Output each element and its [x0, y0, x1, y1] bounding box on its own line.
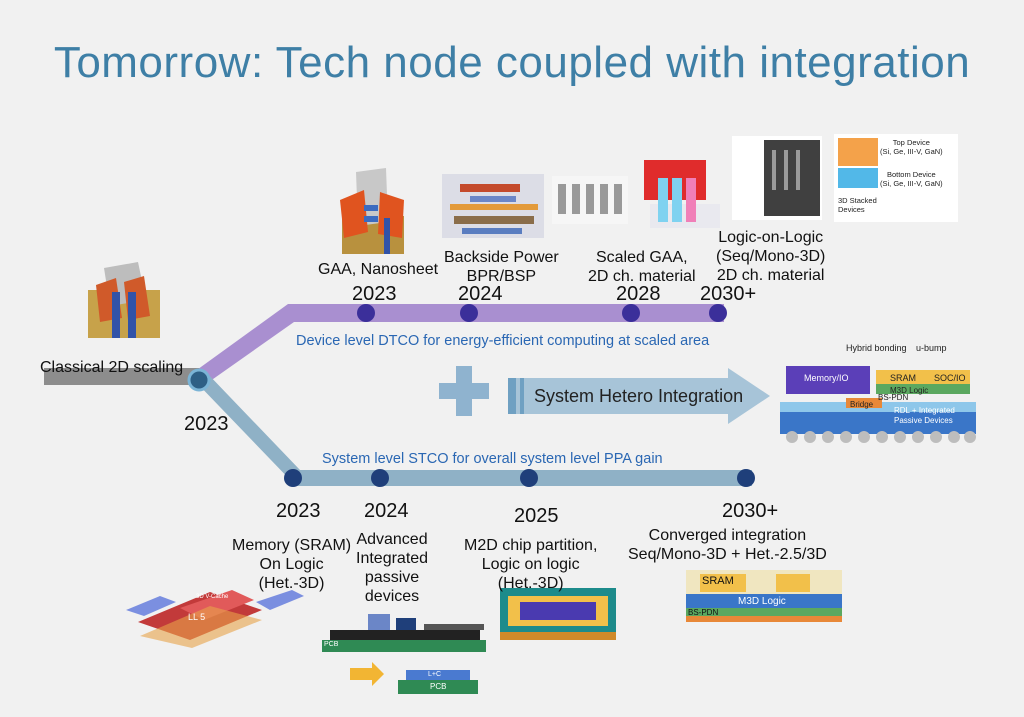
pkg-hybrid: Hybrid bonding: [846, 343, 907, 353]
ipd-lc-label: L+C: [428, 671, 442, 678]
upper-year-3: 2028: [616, 283, 661, 305]
pkg-sram: SRAM: [890, 373, 917, 383]
lower-node-2030: [737, 469, 755, 487]
upper-year-2: 2024: [458, 283, 503, 305]
upper-node-2030: [709, 304, 727, 322]
upper-label-4: Logic-on-Logic (Seq/Mono-3D) 2D ch. mate…: [716, 229, 826, 284]
lower-label-1: Memory (SRAM) On Logic (Het.-3D): [232, 537, 352, 592]
start-label: Classical 2D scaling: [40, 359, 184, 376]
pkg-bridge: Bridge: [850, 400, 874, 409]
start-year: 2023: [184, 413, 229, 435]
start-node: [187, 368, 211, 392]
conv-bspdn: BS-PDN: [688, 608, 719, 617]
upper-track: [194, 304, 724, 384]
pkg-m3d: M3D Logic: [890, 386, 929, 395]
lower-year-4: 2030+: [722, 500, 779, 522]
upper-label-2: Backside Power BPR/BSP: [444, 249, 559, 285]
lower-label-2: Advanced Integrated passive devices: [356, 531, 429, 605]
classical-bar: [44, 368, 202, 385]
gaa-transistor-image: [340, 168, 404, 254]
pkg-bspdn: BS-PDN: [878, 393, 909, 402]
stack-bottom: Bottom Device (Si, Ge, III-V, GaN): [880, 170, 943, 188]
pkg-memory: Memory/IO: [804, 373, 849, 383]
lower-node-2025: [520, 469, 538, 487]
lower-year-2: 2024: [364, 500, 409, 522]
stack-3d: 3D Stacked Devices: [838, 196, 877, 214]
lower-year-3: 2025: [514, 505, 559, 527]
stack-top: Top Device (Si, Ge, III-V, GaN): [880, 138, 943, 156]
classical-transistor-image: [88, 262, 160, 338]
upper-year-1: 2023: [352, 283, 397, 305]
upper-node-2024: [460, 304, 478, 322]
lower-caption: System level STCO for overall system lev…: [322, 451, 663, 467]
hetero-arrow: [508, 368, 770, 424]
sram-on-logic-image: [126, 590, 304, 648]
conv-sram: SRAM: [702, 575, 734, 587]
lower-label-3: M2D chip partition, Logic on logic (Het.…: [464, 537, 598, 592]
m2d-chip-image: [500, 588, 616, 640]
pkg-soc: SOC/IO: [934, 373, 966, 383]
upper-node-2028: [622, 304, 640, 322]
pkg-rdl: RDL + Integrated Passive Devices: [894, 406, 955, 425]
lower-node-2024: [371, 469, 389, 487]
lower-node-2023: [284, 469, 302, 487]
upper-label-3: Scaled GAA, 2D ch. material: [588, 249, 696, 285]
sram-chip-label: LL 5: [188, 612, 206, 622]
backside-power-image: [442, 174, 628, 238]
upper-caption: Device level DTCO for energy-efficient c…: [296, 333, 710, 349]
ipd-pcb2-label: PCB: [430, 682, 447, 691]
hetero-arrow-label: System Hetero Integration: [534, 386, 744, 406]
logic-on-logic-image: [732, 134, 958, 222]
lower-label-4: Converged integration Seq/Mono-3D + Het.…: [628, 527, 827, 563]
package-image: [780, 366, 976, 443]
ipd-image: [322, 614, 486, 694]
lower-year-1: 2023: [276, 500, 321, 522]
scaled-gaa-image: [644, 160, 720, 228]
conv-m3d: M3D Logic: [738, 596, 786, 607]
upper-label-1: GAA, Nanosheet: [318, 261, 439, 278]
converged-image: [686, 570, 842, 622]
pkg-ubump: u-bump: [916, 343, 947, 353]
slide-title: Tomorrow: Tech node coupled with integra…: [53, 38, 971, 87]
upper-node-2023: [357, 304, 375, 322]
plus-icon: [439, 366, 489, 416]
lower-track: [194, 372, 752, 486]
upper-year-4: 2030+: [700, 283, 757, 305]
ipd-pcb-label: PCB: [324, 641, 339, 648]
sram-vcache-label: 3D V-Cache: [196, 594, 229, 600]
